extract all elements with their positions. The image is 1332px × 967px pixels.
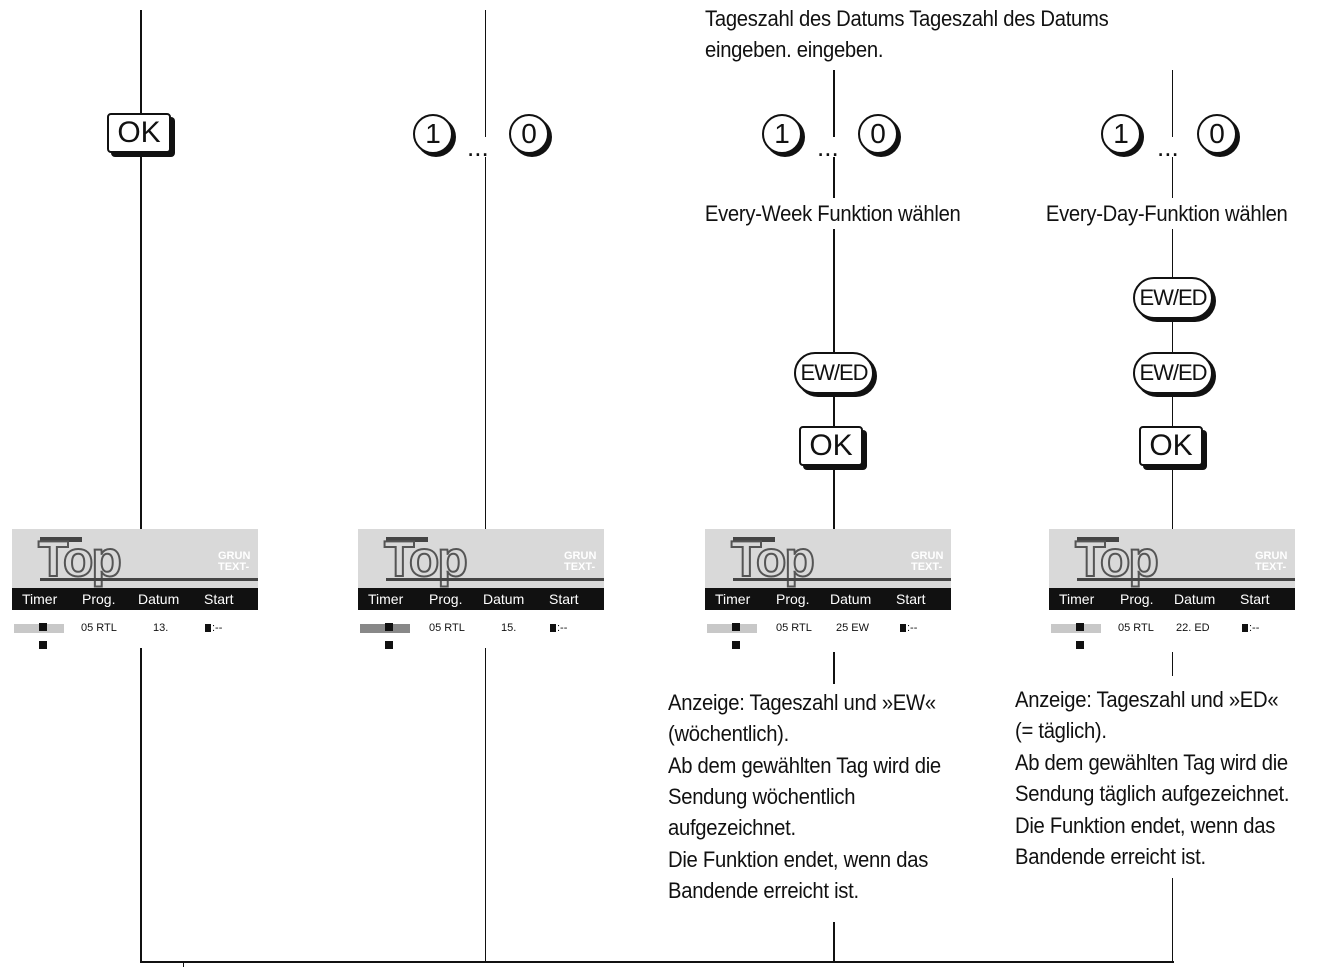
every-week-label: Every-Week Funktion wählen xyxy=(703,198,963,229)
logo-bar xyxy=(40,537,82,542)
flow-line-tick xyxy=(183,962,184,967)
flow-line-col1-bottom xyxy=(140,648,142,962)
flow-line-col3-top xyxy=(833,70,835,530)
digit-1-key[interactable]: 1 xyxy=(413,114,453,154)
ewed-key[interactable]: EW/ED xyxy=(1133,277,1213,319)
flow-line-col1-top xyxy=(140,10,142,530)
digit-range-ellipsis: ... xyxy=(1156,132,1180,162)
note-line: (wöchentlich). xyxy=(668,721,790,746)
screen-header-row: Timer Prog. Datum Start xyxy=(358,588,604,610)
digit-1-key[interactable]: 1 xyxy=(1101,114,1141,154)
ok-key[interactable]: OK xyxy=(107,113,171,153)
flow-line-col3-bottom xyxy=(833,922,835,962)
screen-header-row: Timer Prog. Datum Start xyxy=(1049,588,1295,610)
digit-0-key[interactable]: 0 xyxy=(1197,114,1237,154)
note-line: Sendung wöchentlich xyxy=(668,784,856,809)
flow-line-col3-mid xyxy=(833,652,835,684)
screen-data-row: 05 RTL 15. :-- xyxy=(358,621,604,635)
ewed-key[interactable]: EW/ED xyxy=(794,352,874,394)
note-line: Ab dem gewählten Tag wird die xyxy=(1015,750,1288,775)
ewed-key[interactable]: EW/ED xyxy=(1133,352,1213,394)
digit-1-key[interactable]: 1 xyxy=(762,114,802,154)
every-day-label: Every-Day-Funktion wählen xyxy=(1044,198,1290,229)
screen-header-row: Timer Prog. Datum Start xyxy=(705,588,951,610)
note-line: Die Funktion endet, wenn das xyxy=(668,847,929,872)
flow-line-col2-top xyxy=(485,10,486,530)
logo-underline xyxy=(386,578,604,581)
note-line: Bandende erreicht ist. xyxy=(668,878,859,903)
screen-data-row: 05 RTL 13. :-- xyxy=(12,621,258,635)
logo-bar xyxy=(1077,537,1119,542)
logo-bar xyxy=(733,537,775,542)
screen-header-row: Timer Prog. Datum Start xyxy=(12,588,258,610)
logo-underline xyxy=(1077,578,1295,581)
digit-0-key[interactable]: 0 xyxy=(509,114,549,154)
logo-underline xyxy=(40,578,258,581)
flow-line-col4-mid xyxy=(1172,652,1173,676)
note-line: Anzeige: Tageszahl und »ED« xyxy=(1015,687,1279,712)
note-line: Sendung täglich aufgezeichnet. xyxy=(1015,781,1290,806)
digit-range-ellipsis: ... xyxy=(466,132,490,162)
ok-key[interactable]: OK xyxy=(799,426,863,466)
note-line: aufgezeichnet. xyxy=(668,815,796,840)
note-line: Anzeige: Tageszahl und »EW« xyxy=(668,690,936,715)
note-line: Bandende erreicht ist. xyxy=(1015,844,1206,869)
screen-data-row: 05 RTL 22. ED :-- xyxy=(1049,621,1295,635)
note-line: Die Funktion endet, wenn das xyxy=(1015,813,1276,838)
flow-line-col2-bottom xyxy=(485,648,486,962)
digit-range-ellipsis: ... xyxy=(816,132,840,162)
flow-line-col4-bottom xyxy=(1172,878,1173,962)
logo-underline xyxy=(733,578,951,581)
top-label-line1: Tageszahl des Datums Tageszahl des Datum… xyxy=(705,6,1109,31)
ok-key[interactable]: OK xyxy=(1139,426,1203,466)
flow-line-bottom-join xyxy=(140,961,1174,963)
note-line: (= täglich). xyxy=(1015,718,1107,743)
top-label-line2: eingeben. eingeben. xyxy=(705,37,884,62)
note-line: Ab dem gewählten Tag wird die xyxy=(668,753,941,778)
logo-bar xyxy=(386,537,428,542)
digit-0-key[interactable]: 0 xyxy=(858,114,898,154)
screen-data-row: 05 RTL 25 EW :-- xyxy=(705,621,951,635)
